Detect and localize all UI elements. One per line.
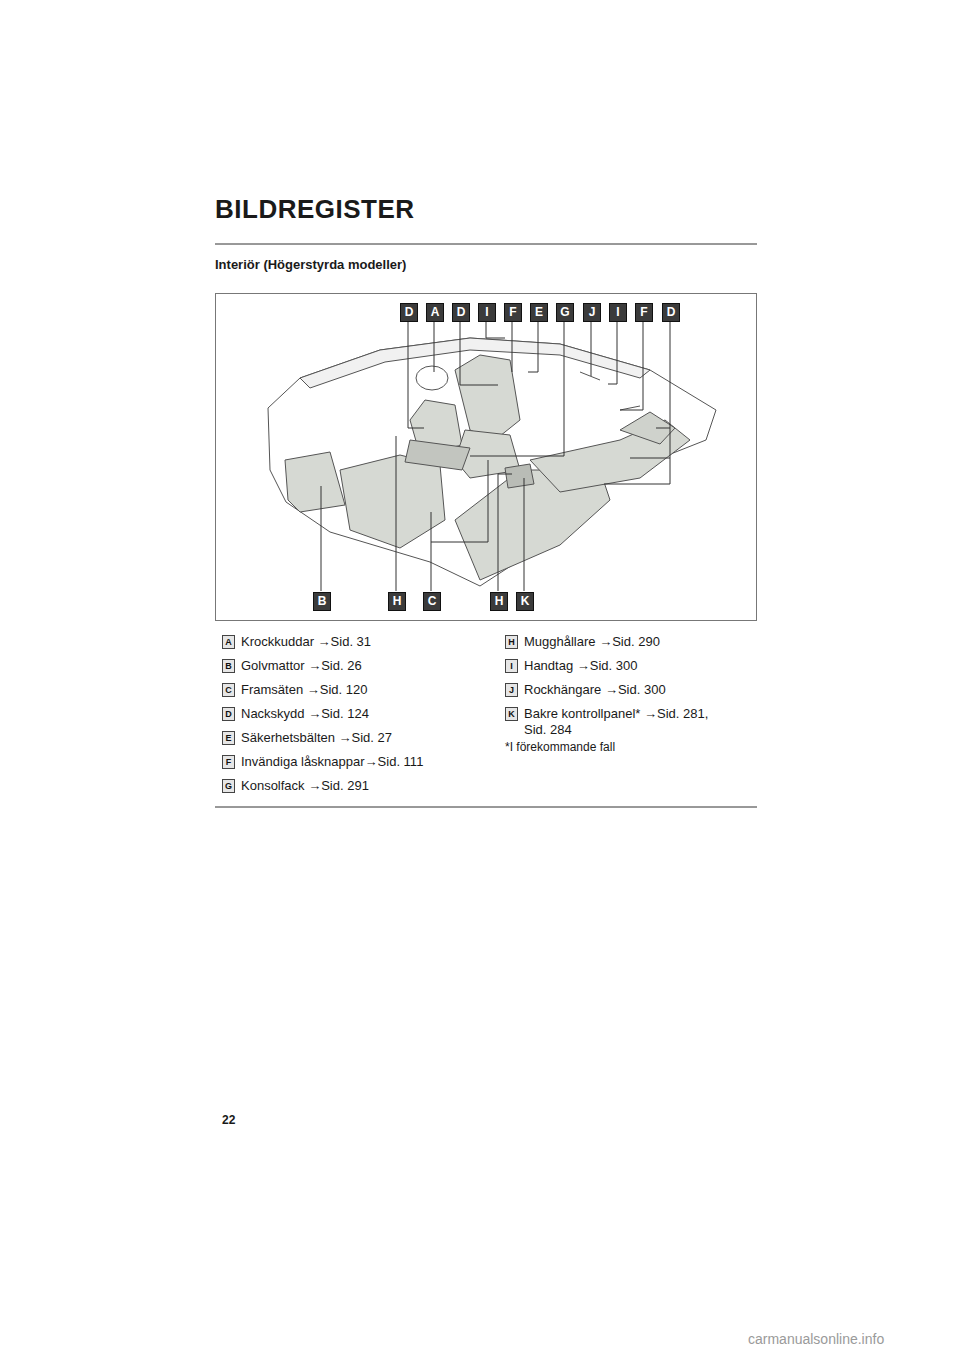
list-entry: Invändiga låsknappar→Sid. 111 (241, 754, 423, 769)
list-entry: Mugghållare →Sid. 290 (524, 634, 660, 649)
figure-frame (216, 294, 757, 621)
list-letter: F (222, 755, 235, 769)
page-title: BILDREGISTER (215, 194, 415, 225)
callout-letter: H (388, 592, 406, 611)
list-entry: Handtag →Sid. 300 (524, 658, 637, 673)
callout-letter: F (504, 303, 522, 322)
list-entry: Golvmattor →Sid. 26 (241, 658, 362, 673)
list-entry: Rockhängare →Sid. 300 (524, 682, 666, 697)
list-entry: Nackskydd →Sid. 124 (241, 706, 369, 721)
list-letter: A (222, 635, 235, 649)
list-letter: K (505, 707, 518, 721)
callout-letter: I (609, 303, 627, 322)
list-letter: G (222, 779, 235, 793)
section-heading: Interiör (Högerstyrda modeller) (215, 257, 406, 272)
list-entry: Konsolfack →Sid. 291 (241, 778, 369, 793)
list-letter: I (505, 659, 518, 673)
list-letter: J (505, 683, 518, 697)
list-entry: Bakre kontrollpanel* →Sid. 281, Sid. 284 (524, 706, 724, 738)
list-letter: H (505, 635, 518, 649)
rule (215, 807, 757, 808)
callout-letter: D (400, 303, 418, 322)
callout-letter: D (452, 303, 470, 322)
list-letter: E (222, 731, 235, 745)
rule (215, 244, 757, 245)
callout-letter: J (583, 303, 601, 322)
callout-letter: B (313, 592, 331, 611)
footnote: *I förekommande fall (505, 740, 615, 754)
callout-letter: I (478, 303, 496, 322)
callout-letter: C (423, 592, 441, 611)
callout-letter: H (490, 592, 508, 611)
list-letter: C (222, 683, 235, 697)
callout-letter: A (426, 303, 444, 322)
list-entry: Framsäten →Sid. 120 (241, 682, 367, 697)
list-letter: D (222, 707, 235, 721)
leader-lines (321, 322, 670, 591)
list-entry: Krockkuddar →Sid. 31 (241, 634, 371, 649)
list-entry: Säkerhetsbälten →Sid. 27 (241, 730, 392, 745)
list-letter: B (222, 659, 235, 673)
car-interior (268, 338, 716, 586)
watermark: carmanualsonline.info (748, 1331, 884, 1347)
callout-letter: D (662, 303, 680, 322)
callout-letter: K (516, 592, 534, 611)
callout-letter: G (556, 303, 574, 322)
callout-letter: F (635, 303, 653, 322)
callout-letter: E (530, 303, 548, 322)
page-number: 22 (222, 1113, 235, 1127)
